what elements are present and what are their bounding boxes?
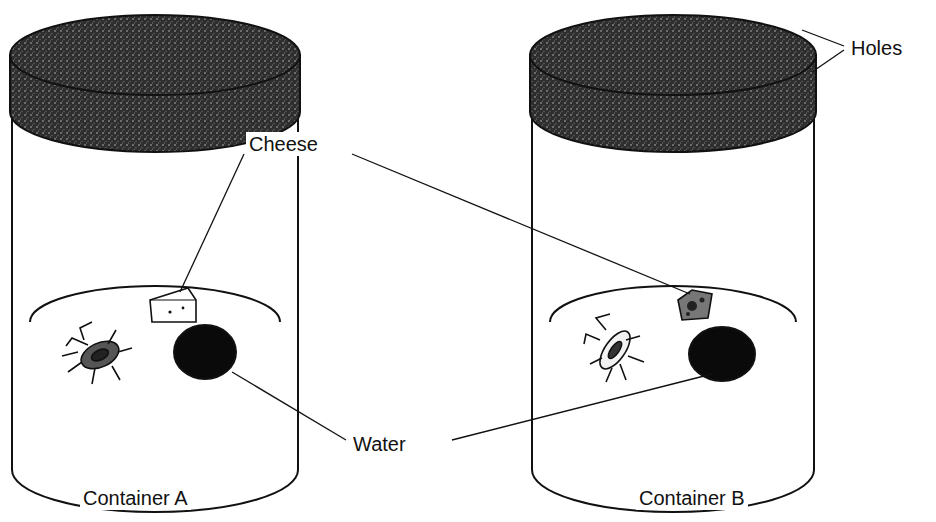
part-label: Cheese <box>246 132 321 156</box>
container-a <box>10 15 300 512</box>
cockroach <box>62 322 132 384</box>
water-dish <box>174 325 236 379</box>
part-label: Water <box>350 432 409 456</box>
container-label: Container A <box>80 486 191 510</box>
water-dish <box>689 327 755 381</box>
cockroach <box>584 314 644 382</box>
cheese <box>678 290 712 320</box>
cheese <box>150 288 196 322</box>
leader-lines <box>180 30 844 440</box>
callout-label: Holes <box>848 36 905 60</box>
container-label: Container B <box>636 486 748 510</box>
container-b <box>530 15 816 512</box>
